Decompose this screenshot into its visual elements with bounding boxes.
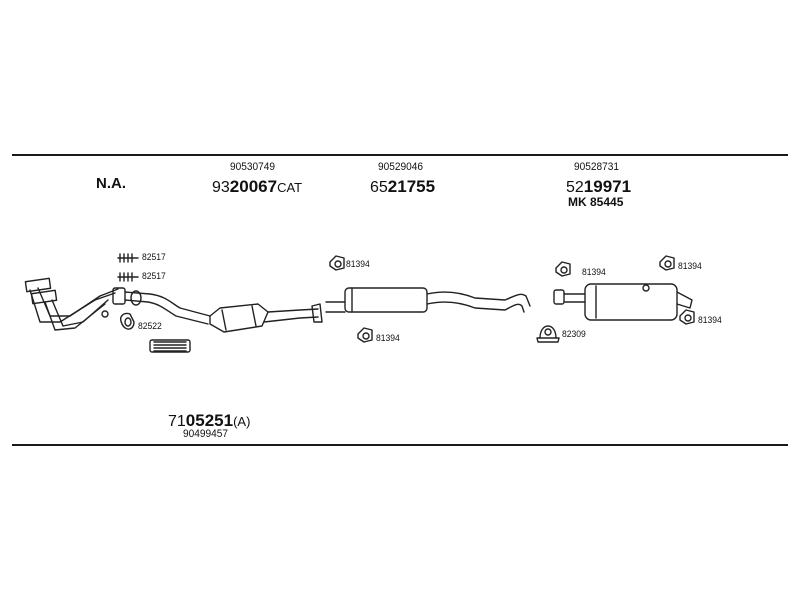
- part-code-main: 19971: [583, 177, 632, 196]
- bolt-label-bottom: 82517: [142, 271, 166, 282]
- mounting-kit-label: MK 85445: [568, 195, 624, 209]
- top-divider: [12, 154, 788, 156]
- heat-shield-drawing: [149, 339, 191, 353]
- part-code-main: 20067: [229, 177, 278, 196]
- part-number-exhaust-system: 90499457: [183, 428, 229, 440]
- catalyst-drawing: [209, 303, 319, 333]
- part-code-suffix: CAT: [277, 180, 303, 195]
- part-code-rear-silencer: 5219971: [566, 178, 631, 196]
- part-number-middle-silencer: 90529046: [378, 161, 424, 173]
- part-number-rear-silencer: 90528731: [574, 161, 620, 173]
- hanger-label-front-top: 81394: [346, 259, 370, 270]
- part-code-suffix: (A): [233, 414, 251, 429]
- bolt-label-top: 82517: [142, 252, 166, 263]
- part-code-prefix: 93: [212, 179, 230, 196]
- gasket-label: 82522: [138, 321, 162, 332]
- bolt-drawing: [117, 253, 139, 282]
- bottom-divider: [12, 444, 788, 446]
- middle-silencer-drawing: [325, 287, 531, 313]
- part-code-main: 05251: [185, 411, 234, 430]
- part-code-prefix: 65: [370, 179, 388, 196]
- part-number-front-pipe: 90530749: [230, 161, 276, 173]
- pipe-connector-drawing: [311, 303, 323, 323]
- front-pipe-drawing: [112, 287, 211, 325]
- part-code-middle-silencer: 6521755: [370, 178, 435, 196]
- rubber-hanger-drawing: [329, 255, 695, 343]
- rear-silencer-drawing: [553, 283, 693, 321]
- part-code-main: 21755: [387, 177, 436, 196]
- part-code-prefix: 71: [168, 413, 186, 430]
- part-code-catalyst: 9320067CAT: [212, 178, 302, 196]
- part-code-exhaust-system: 7105251(A): [168, 412, 250, 430]
- exhaust-manifold-drawing: [24, 277, 119, 331]
- clamp-drawing: [536, 325, 560, 343]
- part-code-prefix: 52: [566, 179, 584, 196]
- hanger-label-front-bottom: 81394: [376, 333, 400, 344]
- clamp-label: 82309: [562, 329, 586, 340]
- hanger-label-rear-right-top: 81394: [678, 261, 702, 272]
- hanger-label-rear-left: 81394: [582, 267, 606, 278]
- gasket-drawing: [120, 312, 135, 330]
- na-label: N.A.: [96, 175, 126, 192]
- hanger-label-rear-right-bottom: 81394: [698, 315, 722, 326]
